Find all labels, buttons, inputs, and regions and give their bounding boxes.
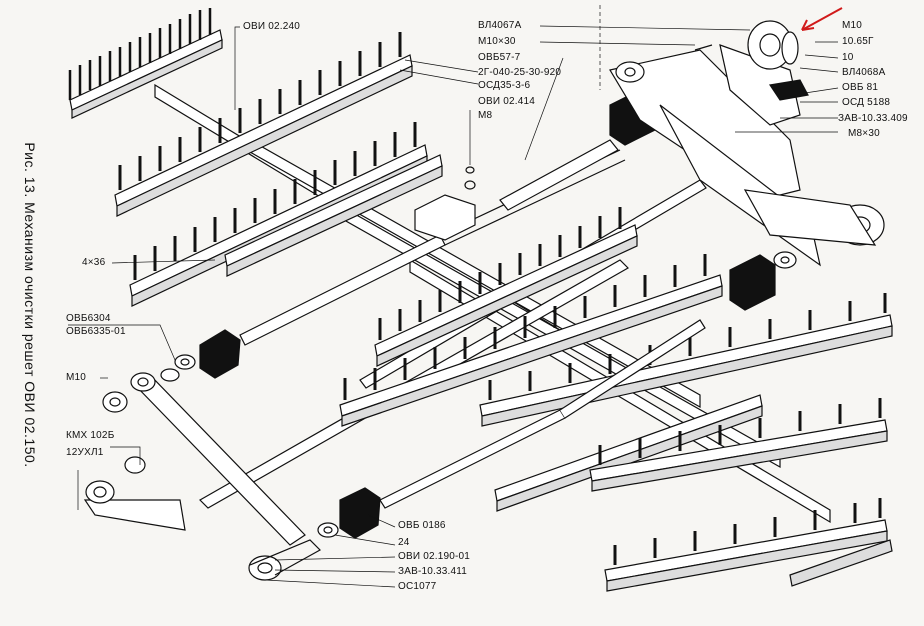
label-ovb6304: ОВБ6304 xyxy=(66,313,111,324)
label-ovi-02-190: ОВИ 02.190-01 xyxy=(398,551,471,562)
label-vl4068a: ВЛ4068А xyxy=(842,67,886,78)
brush-bar-2 xyxy=(114,32,413,217)
label-vl4067a: ВЛ4067А xyxy=(478,20,522,31)
label-ovb81: ОВБ 81 xyxy=(842,82,879,93)
label-ovb0186: ОВБ 0186 xyxy=(398,520,446,531)
brush-bar-4 xyxy=(224,154,443,277)
label-m8x30: М8×30 xyxy=(848,128,880,139)
label-4x36: 4×36 xyxy=(82,257,106,268)
label-kmx: КМХ 102Б xyxy=(66,430,115,441)
brush-bar-9 xyxy=(589,398,888,492)
leader-lines xyxy=(68,5,839,588)
label-os1077: ОС1077 xyxy=(398,581,437,592)
label-zav10-33-409: ЗАВ-10.33.409 xyxy=(838,113,908,124)
label-m10-top: М10 xyxy=(842,20,863,31)
drive-shafts xyxy=(239,139,706,509)
label-2g040: 2Г-040-25-30-920 xyxy=(478,67,562,78)
left-connecting-rod xyxy=(83,372,321,581)
label-ovb6335: ОВБ6335-01 xyxy=(66,326,126,337)
brush-bar-1 xyxy=(68,8,223,119)
brush-bar-11 xyxy=(789,539,893,587)
label-10: 10 xyxy=(842,52,854,63)
label-ovb57-7: ОВБ57-7 xyxy=(478,52,521,63)
label-osd5188: ОСД 5188 xyxy=(842,97,891,108)
label-12uxl1: 12УХЛ1 xyxy=(66,447,104,458)
red-pointer-arrow xyxy=(801,7,843,31)
label-zav10-33-411: ЗАВ-10.33.411 xyxy=(398,566,468,577)
label-osd35: ОСД35-3-6 xyxy=(478,80,531,91)
brush-bar-5 xyxy=(374,207,638,367)
label-m10x30: М10×30 xyxy=(478,36,516,47)
figure-caption: Рис. 13. Механизм очистки решет ОВИ 02.1… xyxy=(22,142,38,468)
brush-bar-3 xyxy=(129,122,428,307)
label-10-65g: 10.65Г xyxy=(842,36,874,47)
brush-bar-6 xyxy=(339,254,723,427)
brush-bar-10 xyxy=(604,498,888,592)
label-ovi-02-240: ОВИ 02.240 xyxy=(243,21,300,32)
label-24: 24 xyxy=(398,537,410,548)
label-m10-left: М10 xyxy=(66,372,87,383)
label-ovi-02-414: ОВИ 02.414 xyxy=(478,96,535,107)
center-bracket xyxy=(414,166,476,241)
crank-mechanism xyxy=(609,20,885,267)
brush-bar-8 xyxy=(494,394,763,512)
label-m8: М8 xyxy=(478,110,493,121)
